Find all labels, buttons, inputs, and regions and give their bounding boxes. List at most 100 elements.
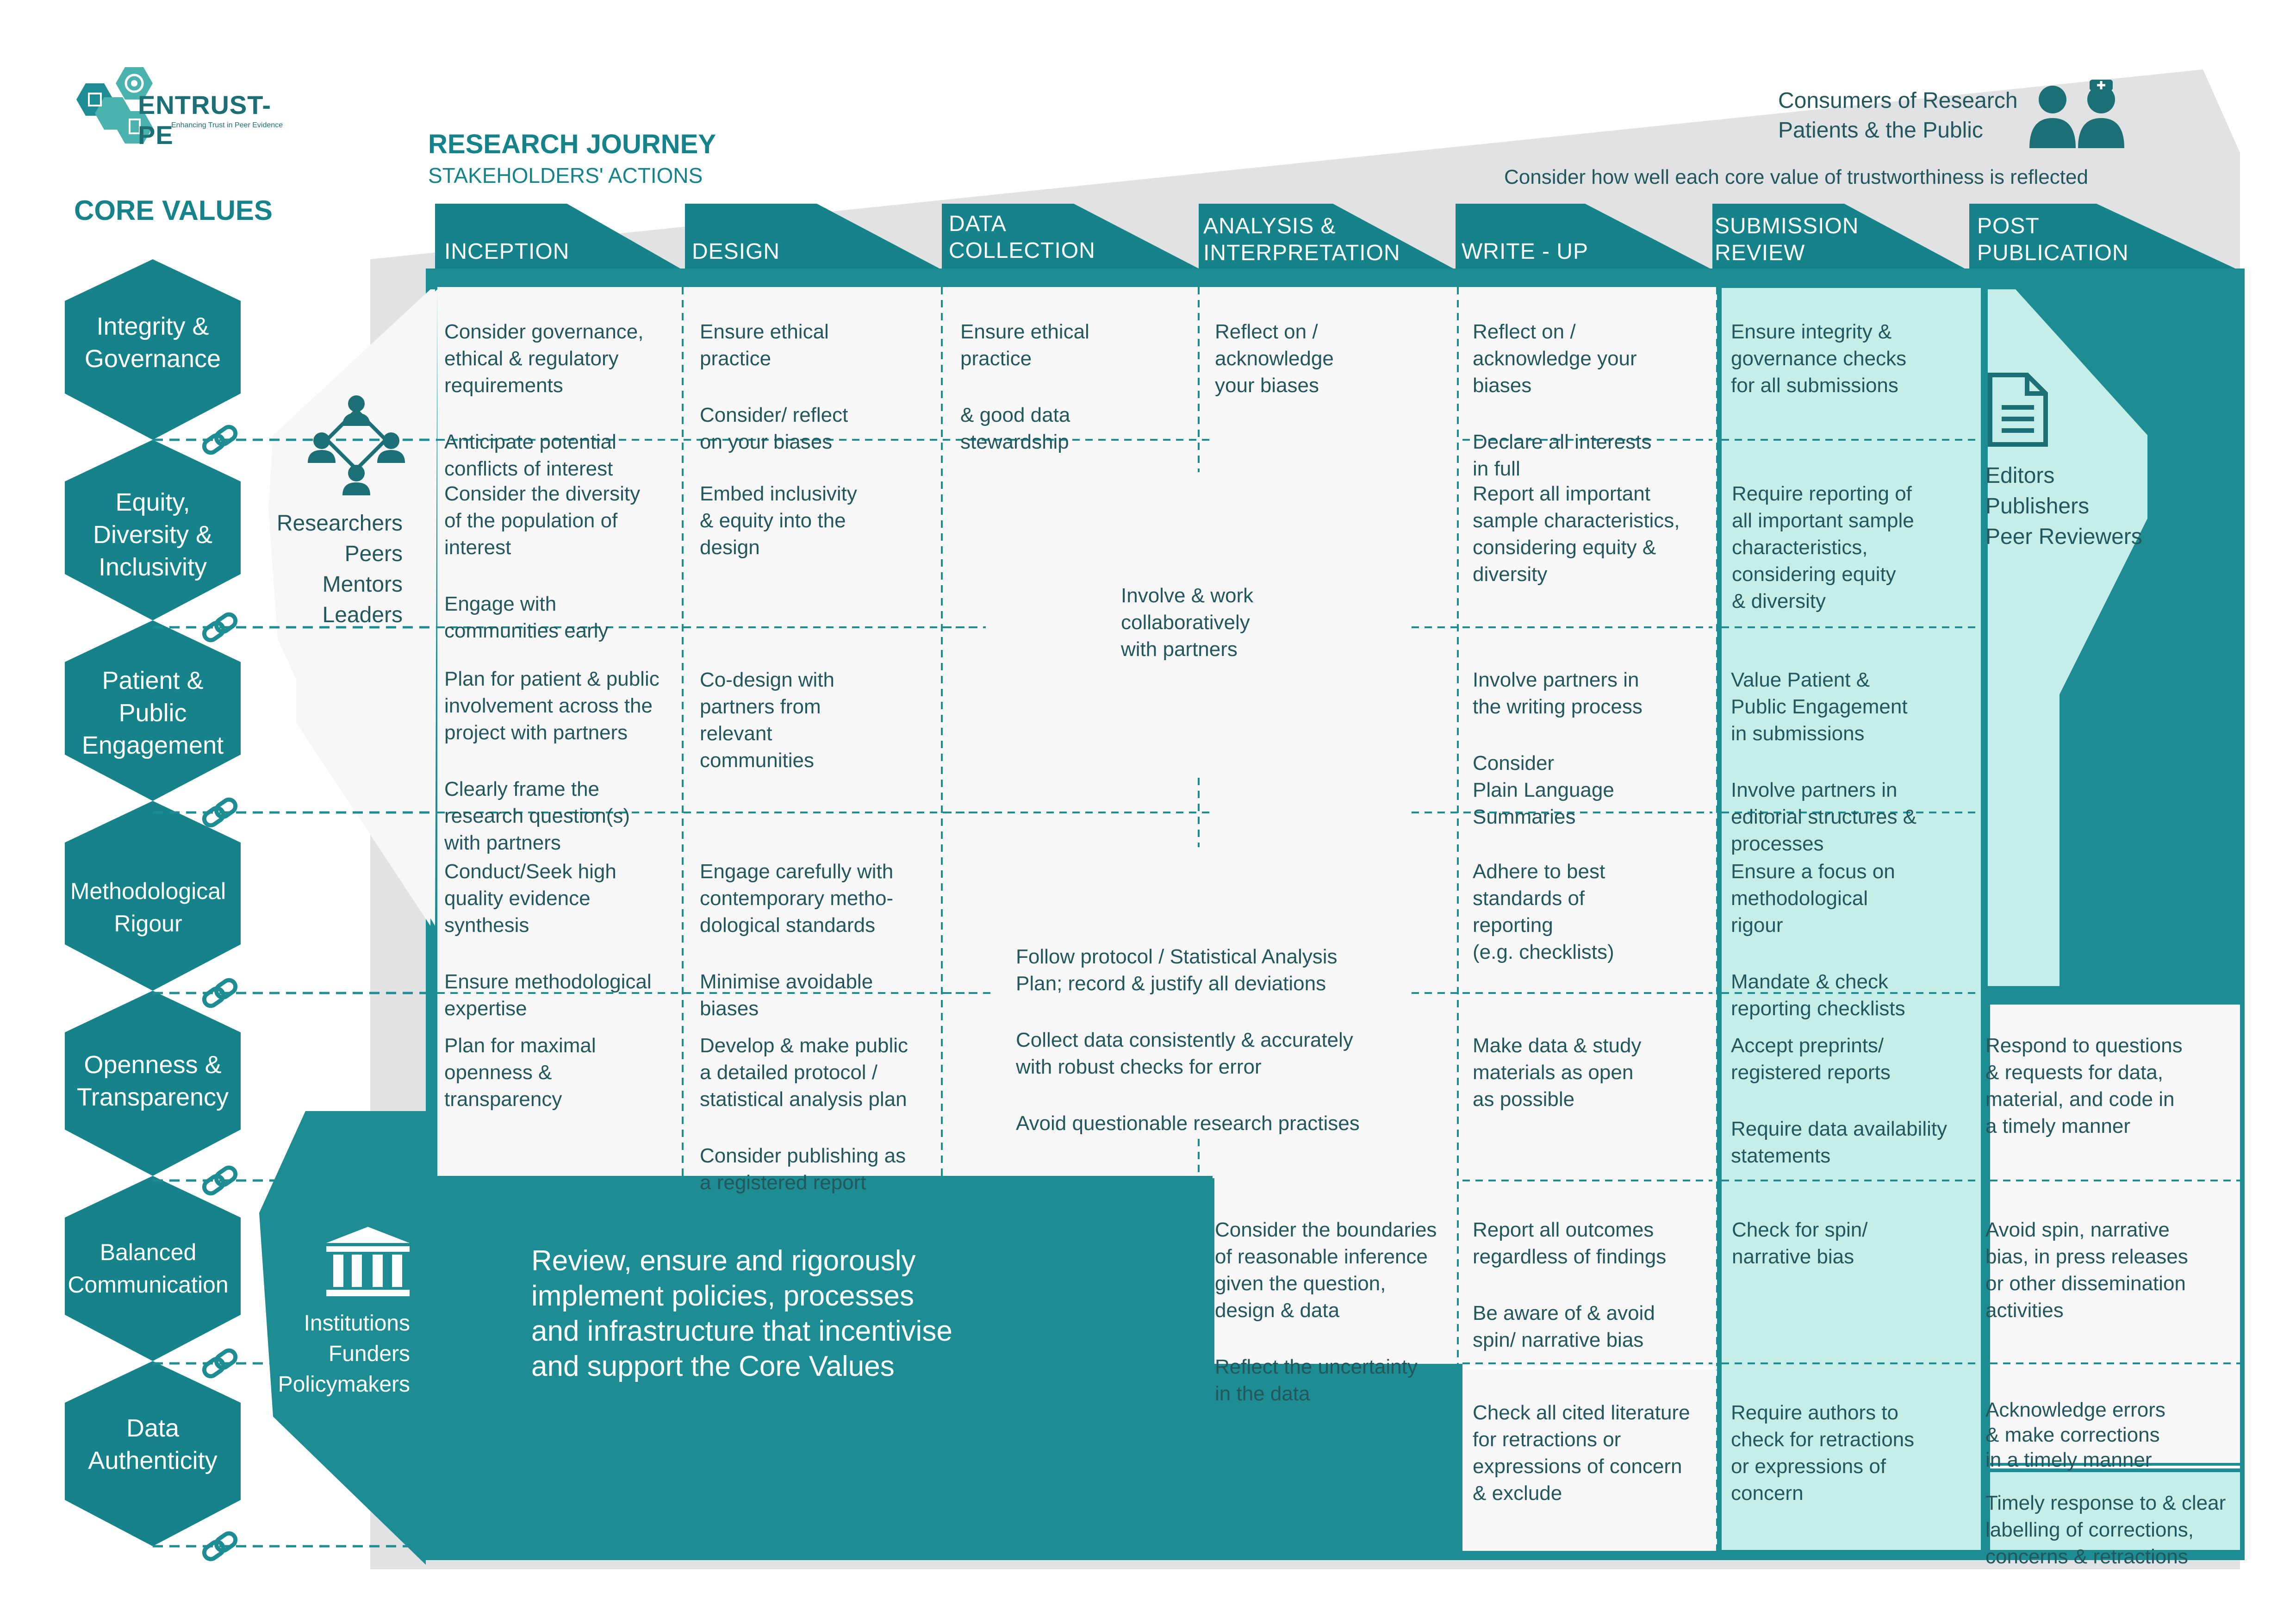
cell-line: Consider Plain Language Summaries (1473, 752, 1614, 828)
stage-analysis: ANALYSIS & INTERPRETATION (1203, 214, 1400, 265)
cell-line: Clearly frame the research question(s) w… (444, 778, 630, 854)
stage-post-publication: POST PUBLICATION (1977, 214, 2129, 265)
page-subtitle: STAKEHOLDERS' ACTIONS (428, 163, 703, 187)
cell-line: Conduct/Seek high quality evidence synth… (444, 860, 616, 937)
cell-writeup-data: Check all cited literature for retractio… (1473, 1373, 1690, 1534)
cell-line: Require data availability statements (1731, 1118, 1948, 1167)
row-guide-lines (153, 438, 437, 1548)
cell-line: Anticipate potential conflicts of intere… (444, 431, 616, 480)
cell-line: Embed inclusivity & equity into the desi… (700, 482, 857, 559)
cell-line: Report all important sample characterist… (1473, 482, 1680, 586)
cell-line: Develop & make public a detailed protoco… (700, 1034, 908, 1111)
patients-public-icon (2029, 80, 2124, 148)
cell-submission-balanced: Check for spin/ narrative bias (1732, 1190, 1867, 1297)
core-value-equity: Equity, Diversity & Inclusivity (93, 488, 213, 581)
cell-datacollection-integrity: Ensure ethical practice & good data stew… (960, 292, 1089, 482)
cell-inception-ppe: Plan for patient & public involvement ac… (444, 639, 660, 883)
submission-column (1722, 287, 1981, 1551)
cell-line: Require reporting of all important sampl… (1732, 482, 1914, 612)
cell-line: Plan for patient & public involvement ac… (444, 668, 660, 744)
cell-line: Acknowledge errors & make corrections in… (1985, 1399, 2165, 1471)
cell-writeup-rigour: Adhere to best standards of reporting (e… (1473, 831, 1614, 993)
cell-line: Avoid spin, narrative bias, in press rel… (1985, 1218, 2188, 1322)
cell-submission-equity: Require reporting of all important sampl… (1732, 454, 1914, 642)
cell-design-ppe: Co-design with partners from relevant co… (700, 640, 834, 801)
stage-tabs (435, 204, 2235, 269)
cell-inception-equity: Consider the diversity of the population… (444, 454, 640, 671)
cell-line: Consider publishing as a registered repo… (700, 1144, 906, 1194)
cell-line: Plan for maximal openness & transparency (444, 1034, 596, 1111)
core-value-ppe: Patient & Public Engagement (81, 667, 224, 759)
cell-analysis-integrity: Reflect on / acknowledge your biases (1215, 292, 1334, 426)
cell-line: Timely response to & clear labelling of … (1985, 1492, 2226, 1568)
post-pub-white-cells (1990, 1005, 2240, 1463)
white-main-area (437, 287, 1717, 1551)
institution-building-icon (326, 1227, 410, 1296)
logo-hexagons-icon (76, 67, 153, 144)
logo-tagline: Enhancing Trust in Peer Evidence (171, 121, 283, 129)
cell-writeup-balanced: Report all outcomes regardless of findin… (1473, 1190, 1666, 1380)
cell-line: Reflect on / acknowledge your biases (1215, 320, 1334, 397)
core-values-title: CORE VALUES (74, 195, 273, 226)
cell-line: & good data stewardship (960, 404, 1070, 453)
cell-postpub-retractions: Timely response to & clear labelling of … (1985, 1463, 2226, 1597)
logo-name: ENTRUST-PE (138, 90, 271, 150)
institutions-label: Institutions Funders Policymakers (278, 1311, 410, 1397)
cell-line: Consider the boundaries of reasonable in… (1215, 1218, 1437, 1322)
cell-line: Ensure ethical practice (700, 320, 829, 370)
cell-line: Reflect on / acknowledge your biases (1473, 320, 1637, 397)
cell-line: Co-design with partners from relevant co… (700, 668, 835, 772)
cell-design-equity: Embed inclusivity & equity into the desi… (700, 454, 857, 588)
cell-line: Minimise avoidable biases (700, 970, 873, 1020)
stage-submission: SUBMISSION REVIEW (1715, 214, 1859, 265)
post-publication-funnel (1988, 289, 2147, 986)
cell-line: Consider the diversity of the population… (444, 482, 641, 559)
stage-design: DESIGN (692, 239, 780, 264)
cell-line: Require authors to check for retractions… (1731, 1401, 1915, 1505)
cell-writeup-integrity: Reflect on / acknowledge your biases Dec… (1473, 292, 1651, 509)
cell-shared-partners: Involve & work collaboratively with part… (1121, 584, 1254, 661)
stage-inception: INCEPTION (444, 239, 570, 264)
cell-writeup-ppe: Involve partners in the writing process … (1473, 640, 1643, 857)
cell-line: Engage with communities early (444, 593, 609, 642)
cell-postpub-balanced: Avoid spin, narrative bias, in press rel… (1985, 1190, 2188, 1351)
cell-line: Consider/ reflect on your biases (700, 404, 848, 453)
institutions-panel (259, 1111, 426, 1565)
cell-shared-protocol: Follow protocol / Statistical Analysis P… (1016, 917, 1360, 1164)
cell-inception-rigour: Conduct/Seek high quality evidence synth… (444, 831, 652, 1049)
grid-dashed-lines (437, 287, 2240, 1551)
core-value-data: Data Authenticity (88, 1414, 218, 1474)
cell-line: Involve partners in the writing process (1473, 668, 1643, 718)
cell-line: Be aware of & avoid spin/ narrative bias (1473, 1302, 1655, 1351)
page-title: RESEARCH JOURNEY (428, 129, 716, 159)
cell-line: Make data & study materials as open as p… (1473, 1034, 1642, 1111)
cell-line: Ensure ethical practice (960, 320, 1089, 370)
cell-line: Reflect the uncertainty in the data (1215, 1355, 1418, 1405)
post-pub-last-cell (1990, 1472, 2240, 1551)
cell-line: Ensure a focus on methodological rigour (1731, 860, 1895, 937)
cell-inception-integrity: Consider governance, ethical & regulator… (444, 292, 643, 509)
cell-line: Follow protocol / Statistical Analysis P… (1016, 945, 1338, 995)
researchers-label: Researchers Peers Mentors Leaders (276, 511, 403, 627)
cell-line: Consider governance, ethical & regulator… (444, 320, 644, 397)
cell-line: Value Patient & Public Engagement in sub… (1731, 668, 1908, 745)
cell-writeup-equity: Report all important sample characterist… (1473, 454, 1680, 615)
stage-data-collection: DATA COLLECTION (949, 212, 1095, 263)
editors-label: Editors Publishers Peer Reviewers (1985, 463, 2142, 549)
cell-line: Avoid questionable research practises (1016, 1112, 1360, 1135)
cell-postpub-openness: Respond to questions & requests for data… (1985, 1006, 2183, 1167)
cell-inception-openness: Plan for maximal openness & transparency (444, 1006, 596, 1140)
document-icon (1988, 373, 2048, 447)
researchers-funnel-main (268, 289, 437, 926)
cell-design-rigour: Engage carefully with contemporary metho… (700, 831, 893, 1049)
reflection-note: Consider how well each core value of tru… (1504, 166, 2088, 188)
cell-line: Report all outcomes regardless of findin… (1473, 1218, 1667, 1268)
chain-link-icons (202, 425, 238, 1562)
cell-line: Respond to questions & requests for data… (1985, 1034, 2183, 1137)
cell-writeup-openness: Make data & study materials as open as p… (1473, 1006, 1641, 1140)
core-value-balanced: Balanced Communication (68, 1239, 229, 1298)
cell-line: Collect data consistently & accurately w… (1016, 1029, 1353, 1078)
cell-submission-integrity: Ensure integrity & governance checks for… (1731, 292, 1906, 426)
logo: ENTRUST-PE Enhancing Trust in Peer Evide… (60, 65, 301, 157)
